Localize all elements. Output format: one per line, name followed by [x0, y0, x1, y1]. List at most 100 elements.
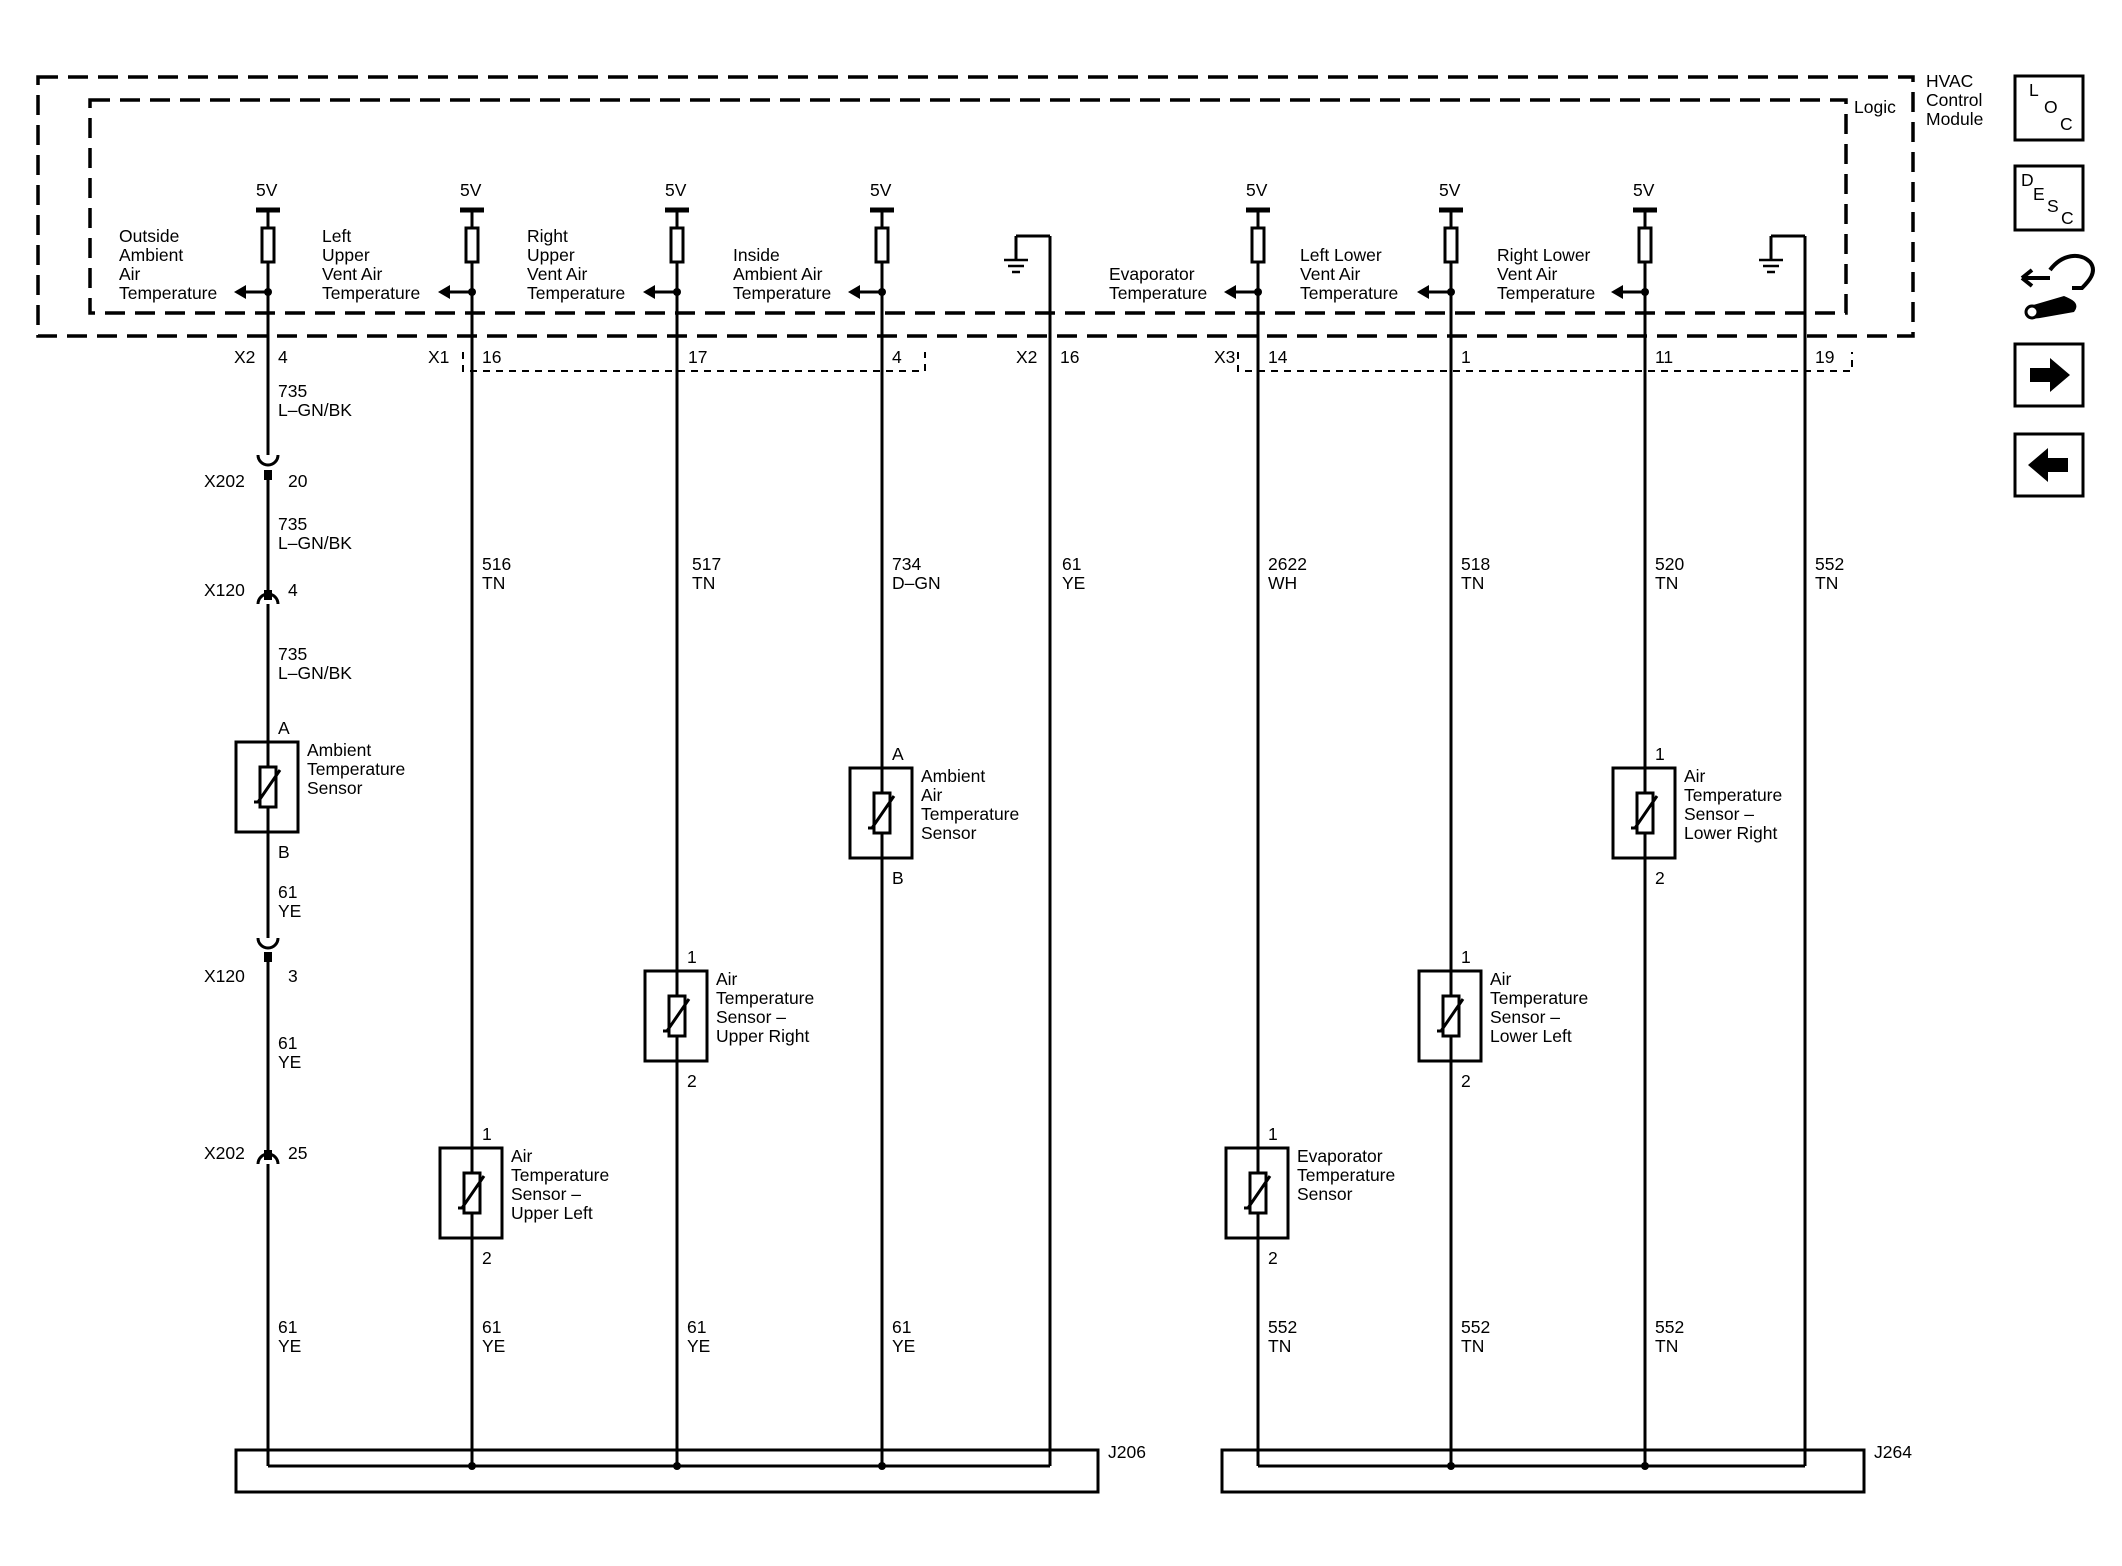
- svg-text:61: 61: [1062, 554, 1081, 574]
- svg-text:Left Lower: Left Lower: [1300, 245, 1382, 265]
- previous-page-button[interactable]: [2013, 432, 2085, 498]
- svg-text:Temperature: Temperature: [733, 283, 831, 303]
- connector-bracket-x3: [1237, 352, 1853, 372]
- supply-symbols: 5V 5V 5V 5V 5V 5V 5V: [256, 180, 1657, 264]
- module-connector-pins: X2 4 X1 16 17 4 X2 16 X3 14 1 11 19: [234, 347, 1853, 372]
- pin-number: 4: [278, 347, 288, 367]
- location-button[interactable]: L O C: [2013, 74, 2085, 142]
- svg-text:518: 518: [1461, 554, 1490, 574]
- pullup-resistor: [669, 226, 685, 264]
- svg-text:61: 61: [278, 1033, 297, 1053]
- svg-text:Upper Right: Upper Right: [716, 1026, 810, 1046]
- svg-text:61: 61: [892, 1317, 911, 1337]
- evaporator-temperature-sensor: 1 2 Evaporator Temperature Sensor: [1224, 1124, 1395, 1268]
- svg-text:61: 61: [278, 882, 297, 902]
- air-temperature-sensor-upper-right: 1 2 Air Temperature Sensor – Upper Right: [643, 947, 814, 1091]
- signal-label-left-lower-vent: Left Lower Vent Air Temperature: [1300, 245, 1398, 303]
- svg-text:Vent Air: Vent Air: [1300, 264, 1360, 284]
- svg-text:Vent Air: Vent Air: [322, 264, 382, 284]
- svg-text:B: B: [278, 842, 290, 862]
- svg-text:1: 1: [687, 947, 697, 967]
- svg-text:A: A: [892, 744, 904, 764]
- svg-text:Air: Air: [511, 1146, 533, 1166]
- svg-text:61: 61: [278, 1317, 297, 1337]
- svg-text:Temperature: Temperature: [119, 283, 217, 303]
- svg-text:Sensor –: Sensor –: [1684, 804, 1754, 824]
- pin-number: 14: [1268, 347, 1288, 367]
- svg-text:552: 552: [1461, 1317, 1490, 1337]
- svg-text:Air: Air: [716, 969, 738, 989]
- svg-text:WH: WH: [1268, 573, 1297, 593]
- module-name-line: Control: [1926, 90, 1982, 110]
- svg-text:2: 2: [482, 1248, 492, 1268]
- svg-text:D–GN: D–GN: [892, 573, 941, 593]
- logic-block-outline: [88, 98, 1848, 315]
- svg-text:Outside: Outside: [119, 226, 179, 246]
- svg-text:TN: TN: [482, 573, 505, 593]
- svg-text:1: 1: [1461, 947, 1471, 967]
- svg-text:Vent Air: Vent Air: [527, 264, 587, 284]
- pullup-resistor: [464, 226, 480, 264]
- air-temperature-sensor-upper-left: 1 2 Air Temperature Sensor – Upper Left: [438, 1124, 609, 1268]
- svg-text:Evaporator: Evaporator: [1109, 264, 1195, 284]
- wires: [266, 292, 1807, 1466]
- 5v-label: 5V: [1246, 180, 1268, 200]
- svg-text:Air: Air: [1684, 766, 1706, 786]
- svg-text:Air: Air: [921, 785, 943, 805]
- svg-text:Ambient Air: Ambient Air: [733, 264, 823, 284]
- svg-text:Ambient: Ambient: [307, 740, 371, 760]
- loc-letter: C: [2060, 114, 2073, 134]
- connector-label: X3: [1214, 347, 1235, 367]
- splice-pack-j264: J264: [1220, 1442, 1912, 1494]
- wire-labels: 735 L–GN/BK 735 L–GN/BK 735 L–GN/BK 61 Y…: [278, 381, 1844, 1356]
- svg-text:X120: X120: [204, 966, 245, 986]
- desc-letter: E: [2033, 184, 2045, 204]
- svg-text:Lower Left: Lower Left: [1490, 1026, 1572, 1046]
- svg-text:735: 735: [278, 514, 307, 534]
- svg-text:Sensor: Sensor: [1297, 1184, 1353, 1204]
- 5v-label: 5V: [1633, 180, 1655, 200]
- svg-text:YE: YE: [892, 1336, 915, 1356]
- pin-number: 17: [688, 347, 707, 367]
- svg-text:2: 2: [687, 1071, 697, 1091]
- svg-text:3: 3: [288, 966, 298, 986]
- svg-text:Temperature: Temperature: [1684, 785, 1782, 805]
- svg-text:TN: TN: [1461, 1336, 1484, 1356]
- desc-letter: S: [2047, 196, 2059, 216]
- pin-number: 11: [1655, 347, 1673, 367]
- arrow-left-icon: [2028, 448, 2068, 482]
- svg-text:L–GN/BK: L–GN/BK: [278, 533, 352, 553]
- svg-text:1: 1: [1655, 744, 1665, 764]
- loc-letter: L: [2029, 80, 2039, 100]
- svg-text:Sensor –: Sensor –: [511, 1184, 581, 1204]
- svg-text:TN: TN: [1815, 573, 1838, 593]
- pin-number: 16: [482, 347, 501, 367]
- svg-text:4: 4: [288, 580, 298, 600]
- arrow-right-icon: [2030, 358, 2070, 392]
- connector-wrench-icon[interactable]: [2020, 253, 2095, 320]
- svg-text:A: A: [278, 718, 290, 738]
- 5v-label: 5V: [665, 180, 687, 200]
- svg-text:Sensor –: Sensor –: [716, 1007, 786, 1027]
- logic-label: Logic: [1854, 97, 1896, 117]
- svg-text:Lower Right: Lower Right: [1684, 823, 1778, 843]
- svg-text:L–GN/BK: L–GN/BK: [278, 400, 352, 420]
- 5v-label: 5V: [1439, 180, 1461, 200]
- signal-label-right-upper-vent: Right Upper Vent Air Temperature: [527, 226, 625, 303]
- ground-symbol: [1759, 234, 1807, 400]
- desc-letter: D: [2021, 170, 2034, 190]
- ground-symbol: [1004, 234, 1052, 400]
- svg-text:TN: TN: [1268, 1336, 1291, 1356]
- svg-text:Inside: Inside: [733, 245, 780, 265]
- svg-text:552: 552: [1268, 1317, 1297, 1337]
- inline-connector-x202-upper: X202 20: [204, 454, 308, 491]
- connector-label: X1: [428, 347, 449, 367]
- next-page-button[interactable]: [2013, 342, 2085, 408]
- signal-label-outside-ambient: Outside Ambient Air Temperature: [119, 226, 217, 303]
- pin-number: 4: [892, 347, 902, 367]
- svg-text:TN: TN: [1655, 573, 1678, 593]
- pullup-resistor: [1443, 226, 1459, 264]
- description-button[interactable]: D E S C: [2013, 164, 2085, 232]
- air-temperature-sensor-lower-right: 1 2 Air Temperature Sensor – Lower Right: [1611, 744, 1782, 888]
- svg-text:YE: YE: [687, 1336, 710, 1356]
